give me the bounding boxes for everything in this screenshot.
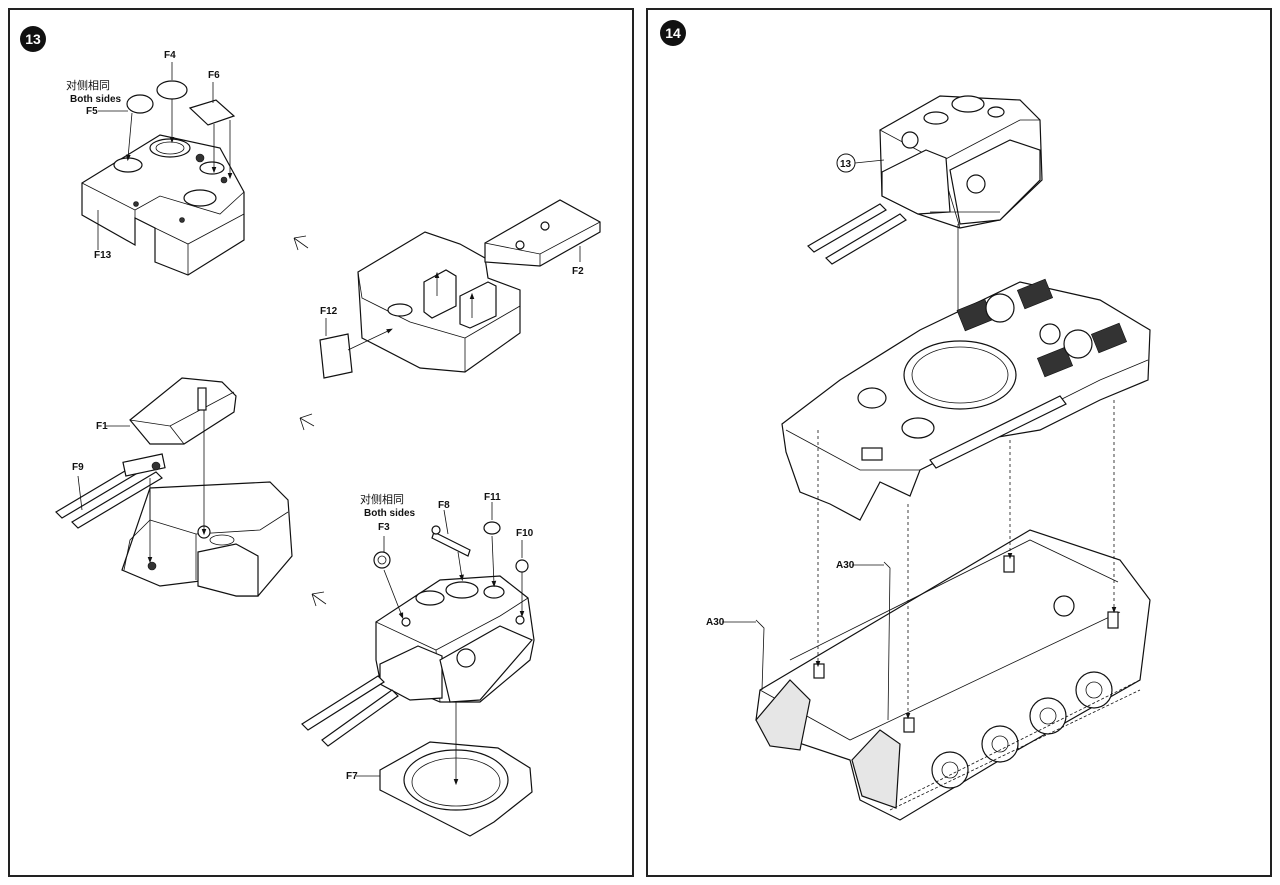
hatch-f12: [319, 318, 393, 379]
plate-f6: [188, 82, 236, 180]
label-f4: F4: [164, 50, 176, 61]
pin-a30-upper: [852, 561, 891, 721]
turret-base-assembly: [121, 410, 293, 597]
label-f11: F11: [484, 492, 501, 503]
label-f9: F9: [72, 462, 84, 473]
hatch-f5: [98, 94, 154, 162]
label-f5: F5: [86, 106, 98, 117]
label-f1: F1: [96, 421, 108, 432]
turret-rear-assembly: [357, 231, 521, 373]
part-f11: [483, 502, 501, 588]
mantlet-f1: [129, 377, 237, 445]
turret-roof-assembly: [81, 134, 245, 276]
ref-step-13-label: 13: [840, 159, 852, 170]
turret-ring-f7: [356, 702, 533, 837]
label-f2: F2: [572, 266, 584, 277]
label-f6: F6: [208, 70, 220, 81]
pin-a30-lower: [722, 619, 765, 691]
part-f10: [515, 540, 529, 618]
note-both-sides-en-1: Both sides: [70, 94, 122, 105]
turret-from-step-13: [807, 95, 1043, 265]
label-a30-lower: A30: [706, 617, 725, 628]
step-13-panel: 13: [8, 8, 634, 877]
label-f8: F8: [438, 500, 450, 511]
ref-step-13-callout: 13: [836, 153, 885, 173]
label-f12: F12: [320, 306, 338, 317]
note-both-sides-en-2: Both sides: [364, 508, 416, 519]
lower-hull: [755, 400, 1151, 821]
hatch-f4: [156, 80, 188, 144]
note-both-sides-cn-2: 对侧相同: [360, 492, 404, 506]
label-f13: F13: [94, 250, 112, 261]
step-13-badge: 13: [20, 26, 46, 52]
upper-hull: [781, 278, 1151, 521]
flow-arrow-2: [299, 413, 315, 431]
part-f3: [373, 536, 404, 619]
flow-arrow-3: [311, 591, 327, 607]
plate-f2: [484, 199, 601, 267]
flow-arrow-1: [293, 235, 309, 251]
step-14-badge: 14: [660, 20, 686, 46]
label-f3: F3: [378, 522, 390, 533]
label-f7: F7: [346, 771, 358, 782]
label-a30-upper: A30: [836, 560, 855, 571]
part-f8: [431, 509, 471, 582]
note-both-sides-cn-1: 对侧相同: [66, 78, 110, 92]
turret-assembly-complete: [301, 575, 535, 747]
gun-barrels-f9: [55, 453, 166, 529]
label-f10: F10: [516, 528, 534, 539]
